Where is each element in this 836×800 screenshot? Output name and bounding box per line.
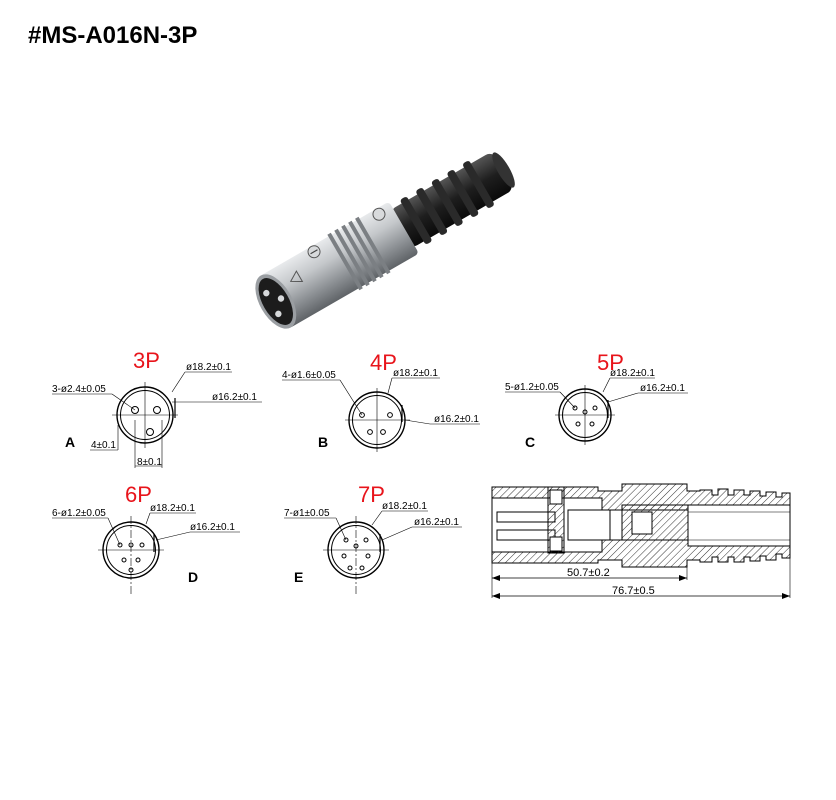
- dim-8-3p: 8±0.1: [137, 457, 162, 468]
- product-photo: [255, 152, 515, 329]
- hole-spec-7p: 7-ø1±0.05: [284, 508, 330, 519]
- section-view: 50.7±0.2 76.7±0.5: [491, 483, 791, 599]
- variant-label-d: D: [188, 569, 198, 585]
- page-title: #MS-A016N-3P: [28, 22, 198, 49]
- pin-count-label-7p: 7P: [358, 482, 385, 507]
- outer-dia-5p: ø18.2±0.1: [610, 368, 655, 379]
- outer-dia-7p: ø18.2±0.1: [382, 501, 427, 512]
- pin-count-label-3p: 3P: [133, 348, 160, 373]
- metal-body: [260, 202, 418, 328]
- diagram-7p: 7P 7-ø1±0.05 ø18.2±0.1 ø16.2±0.1 E: [284, 482, 462, 596]
- inner-dia-4p: ø16.2±0.1: [434, 414, 479, 425]
- variant-label-c: C: [525, 434, 535, 450]
- hole-spec-3p: 3-ø2.4±0.05: [52, 384, 106, 395]
- pin-count-label-6p: 6P: [125, 482, 152, 507]
- dim-short: 50.7±0.2: [567, 567, 610, 579]
- hole-spec-6p: 6-ø1.2±0.05: [52, 508, 106, 519]
- dim-long: 76.7±0.5: [612, 585, 655, 597]
- pin-count-label-5p: 5P: [597, 350, 624, 375]
- connector-front-face: [255, 274, 297, 329]
- inner-dia-7p: ø16.2±0.1: [414, 517, 459, 528]
- pin-count-label-4p: 4P: [370, 350, 397, 375]
- inner-dia-6p: ø16.2±0.1: [190, 522, 235, 533]
- variant-label-a: A: [65, 434, 75, 450]
- variant-label-b: B: [318, 434, 328, 450]
- variant-label-e: E: [294, 569, 303, 585]
- hole-spec-4p: 4-ø1.6±0.05: [282, 370, 336, 381]
- outer-dia-3p: ø18.2±0.1: [186, 362, 231, 373]
- diagram-4p: 4P 4-ø1.6±0.05 ø18.2±0.1 ø16.2±0.1 B: [282, 350, 480, 452]
- hole-spec-5p: 5-ø1.2±0.05: [505, 382, 559, 393]
- outer-dia-4p: ø18.2±0.1: [393, 368, 438, 379]
- diagram-6p: 6P 6-ø1.2±0.05 ø18.2±0.1 ø16.2±0.1 D: [52, 482, 240, 596]
- dim-4-3p: 4±0.1: [91, 440, 116, 451]
- diagram-3p: 3P 3-ø2.4±0.05 ø18.2±0.1 ø16.2±0.1 4±0.1…: [52, 348, 262, 468]
- inner-dia-5p: ø16.2±0.1: [640, 383, 685, 394]
- diagram-5p: 5P 5-ø1.2±0.05 ø18.2±0.1 ø16.2±0.1 C: [505, 350, 688, 450]
- inner-dia-3p: ø16.2±0.1: [212, 392, 257, 403]
- outer-dia-6p: ø18.2±0.1: [150, 503, 195, 514]
- rubber-boot: [391, 152, 515, 247]
